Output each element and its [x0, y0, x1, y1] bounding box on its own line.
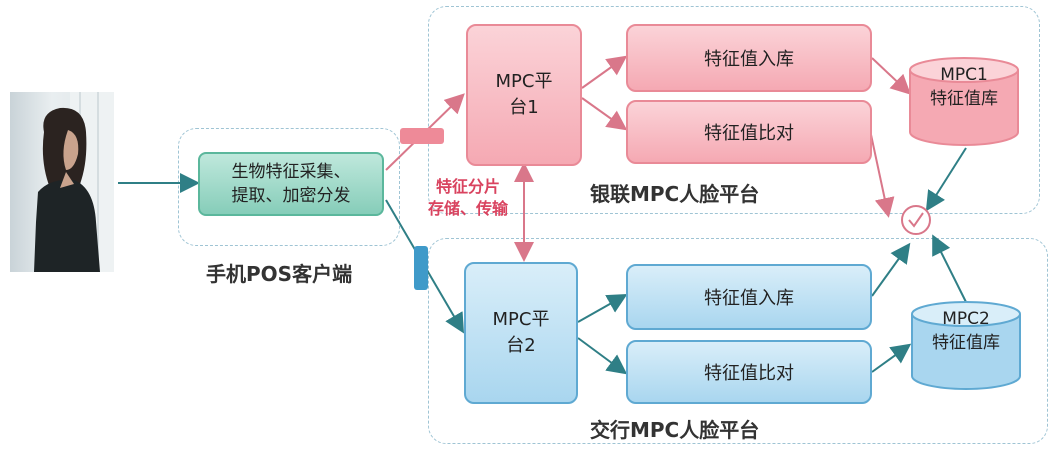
- shard-annotation-line2: 存储、传输: [427, 199, 508, 218]
- feature-db-2-line2: 特征值库: [932, 333, 1000, 353]
- mpc-platform-1: MPC平 台1: [466, 24, 582, 166]
- client-label: 手机POS客户端: [206, 262, 353, 286]
- feature-db-2: MPC2 特征值库: [910, 300, 1022, 392]
- feature-db-1-line2: 特征值库: [930, 89, 998, 109]
- mpc-platform-1-line2: 台1: [509, 97, 539, 118]
- shard-annotation-line1: 特征分片: [435, 177, 500, 196]
- feature-store-1: 特征值入库: [626, 24, 872, 92]
- mpc-platform-2: MPC平 台2: [464, 262, 578, 404]
- pink-connector-tab: [400, 128, 444, 144]
- client-process-box: 生物特征采集、 提取、加密分发: [198, 152, 384, 216]
- user-photo: [10, 92, 114, 272]
- blue-connector-tab: [414, 246, 428, 290]
- unionpay-platform-container: [428, 6, 1040, 214]
- unionpay-platform-label: 银联MPC人脸平台: [590, 182, 760, 206]
- bocom-platform-label: 交行MPC人脸平台: [590, 418, 760, 442]
- feature-store-2: 特征值入库: [626, 264, 872, 330]
- feature-compare-1: 特征值比对: [626, 100, 872, 164]
- mpc-platform-2-line1: MPC平: [492, 309, 550, 330]
- client-container: [178, 128, 400, 246]
- feature-db-1-line1: MPC1: [940, 65, 988, 85]
- feature-db-2-line1: MPC2: [942, 309, 990, 329]
- feature-db-1: MPC1 特征值库: [908, 56, 1020, 148]
- shard-annotation: 特征分片 存储、传输: [408, 176, 528, 220]
- client-process-line2: 提取、加密分发: [231, 186, 351, 206]
- checkmark-circle-icon: [900, 204, 932, 236]
- mpc-platform-2-line2: 台2: [506, 335, 536, 356]
- client-process-line1: 生物特征采集、: [231, 162, 351, 182]
- feature-compare-2: 特征值比对: [626, 340, 872, 404]
- mpc-platform-1-line1: MPC平: [495, 71, 553, 92]
- bocom-platform-container: [428, 238, 1048, 444]
